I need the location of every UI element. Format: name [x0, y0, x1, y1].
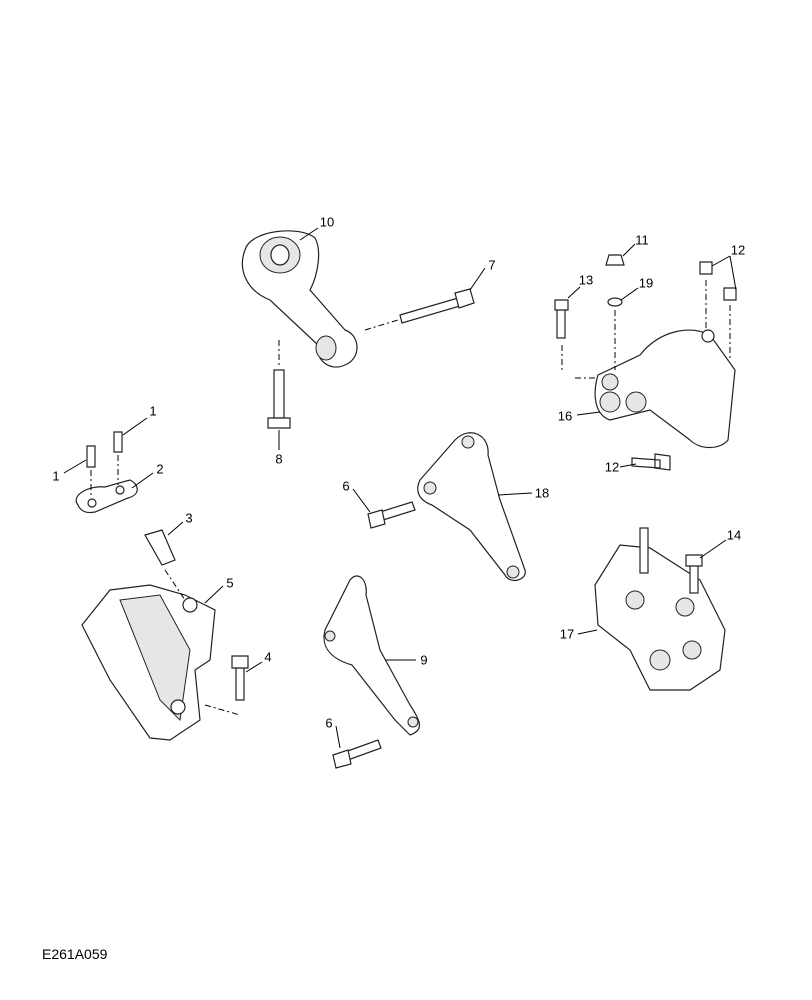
- callout-leaders: [63, 227, 737, 749]
- callout-8: 8: [275, 451, 283, 467]
- bracket-plate-part-2: [75, 431, 138, 514]
- callout-18: 18: [534, 485, 550, 501]
- callout-12: 12: [604, 459, 620, 475]
- bracket-part-18: [417, 432, 526, 582]
- callout-19: 19: [638, 275, 654, 291]
- bolt-part-6-upper: [367, 501, 416, 529]
- callout-6: 6: [342, 478, 350, 494]
- engine-mount-part-16: [554, 254, 737, 471]
- callout-13: 13: [578, 272, 594, 288]
- callout-6: 6: [325, 715, 333, 731]
- bolt-part-7: [364, 288, 475, 331]
- callout-9: 9: [420, 652, 428, 668]
- callout-17: 17: [559, 626, 575, 642]
- bolt-part-8: [267, 340, 291, 429]
- callout-4: 4: [264, 649, 272, 665]
- callout-10: 10: [319, 214, 335, 230]
- roll-restrictor-part-10: [241, 230, 358, 368]
- callout-7: 7: [488, 257, 496, 273]
- callout-2: 2: [156, 461, 164, 477]
- engine-mount-part-17: [594, 527, 726, 691]
- transmission-mount-part-5: [81, 529, 249, 741]
- diagram-reference-code: E261A059: [42, 946, 108, 962]
- callout-11: 11: [635, 232, 649, 248]
- bracket-part-9: [323, 575, 420, 769]
- callout-3: 3: [185, 510, 193, 526]
- callout-14: 14: [726, 527, 742, 543]
- callout-5: 5: [226, 575, 234, 591]
- callout-1: 1: [52, 468, 60, 484]
- callout-1: 1: [149, 403, 157, 419]
- callout-16: 16: [557, 408, 573, 424]
- callout-12: 12: [730, 242, 746, 258]
